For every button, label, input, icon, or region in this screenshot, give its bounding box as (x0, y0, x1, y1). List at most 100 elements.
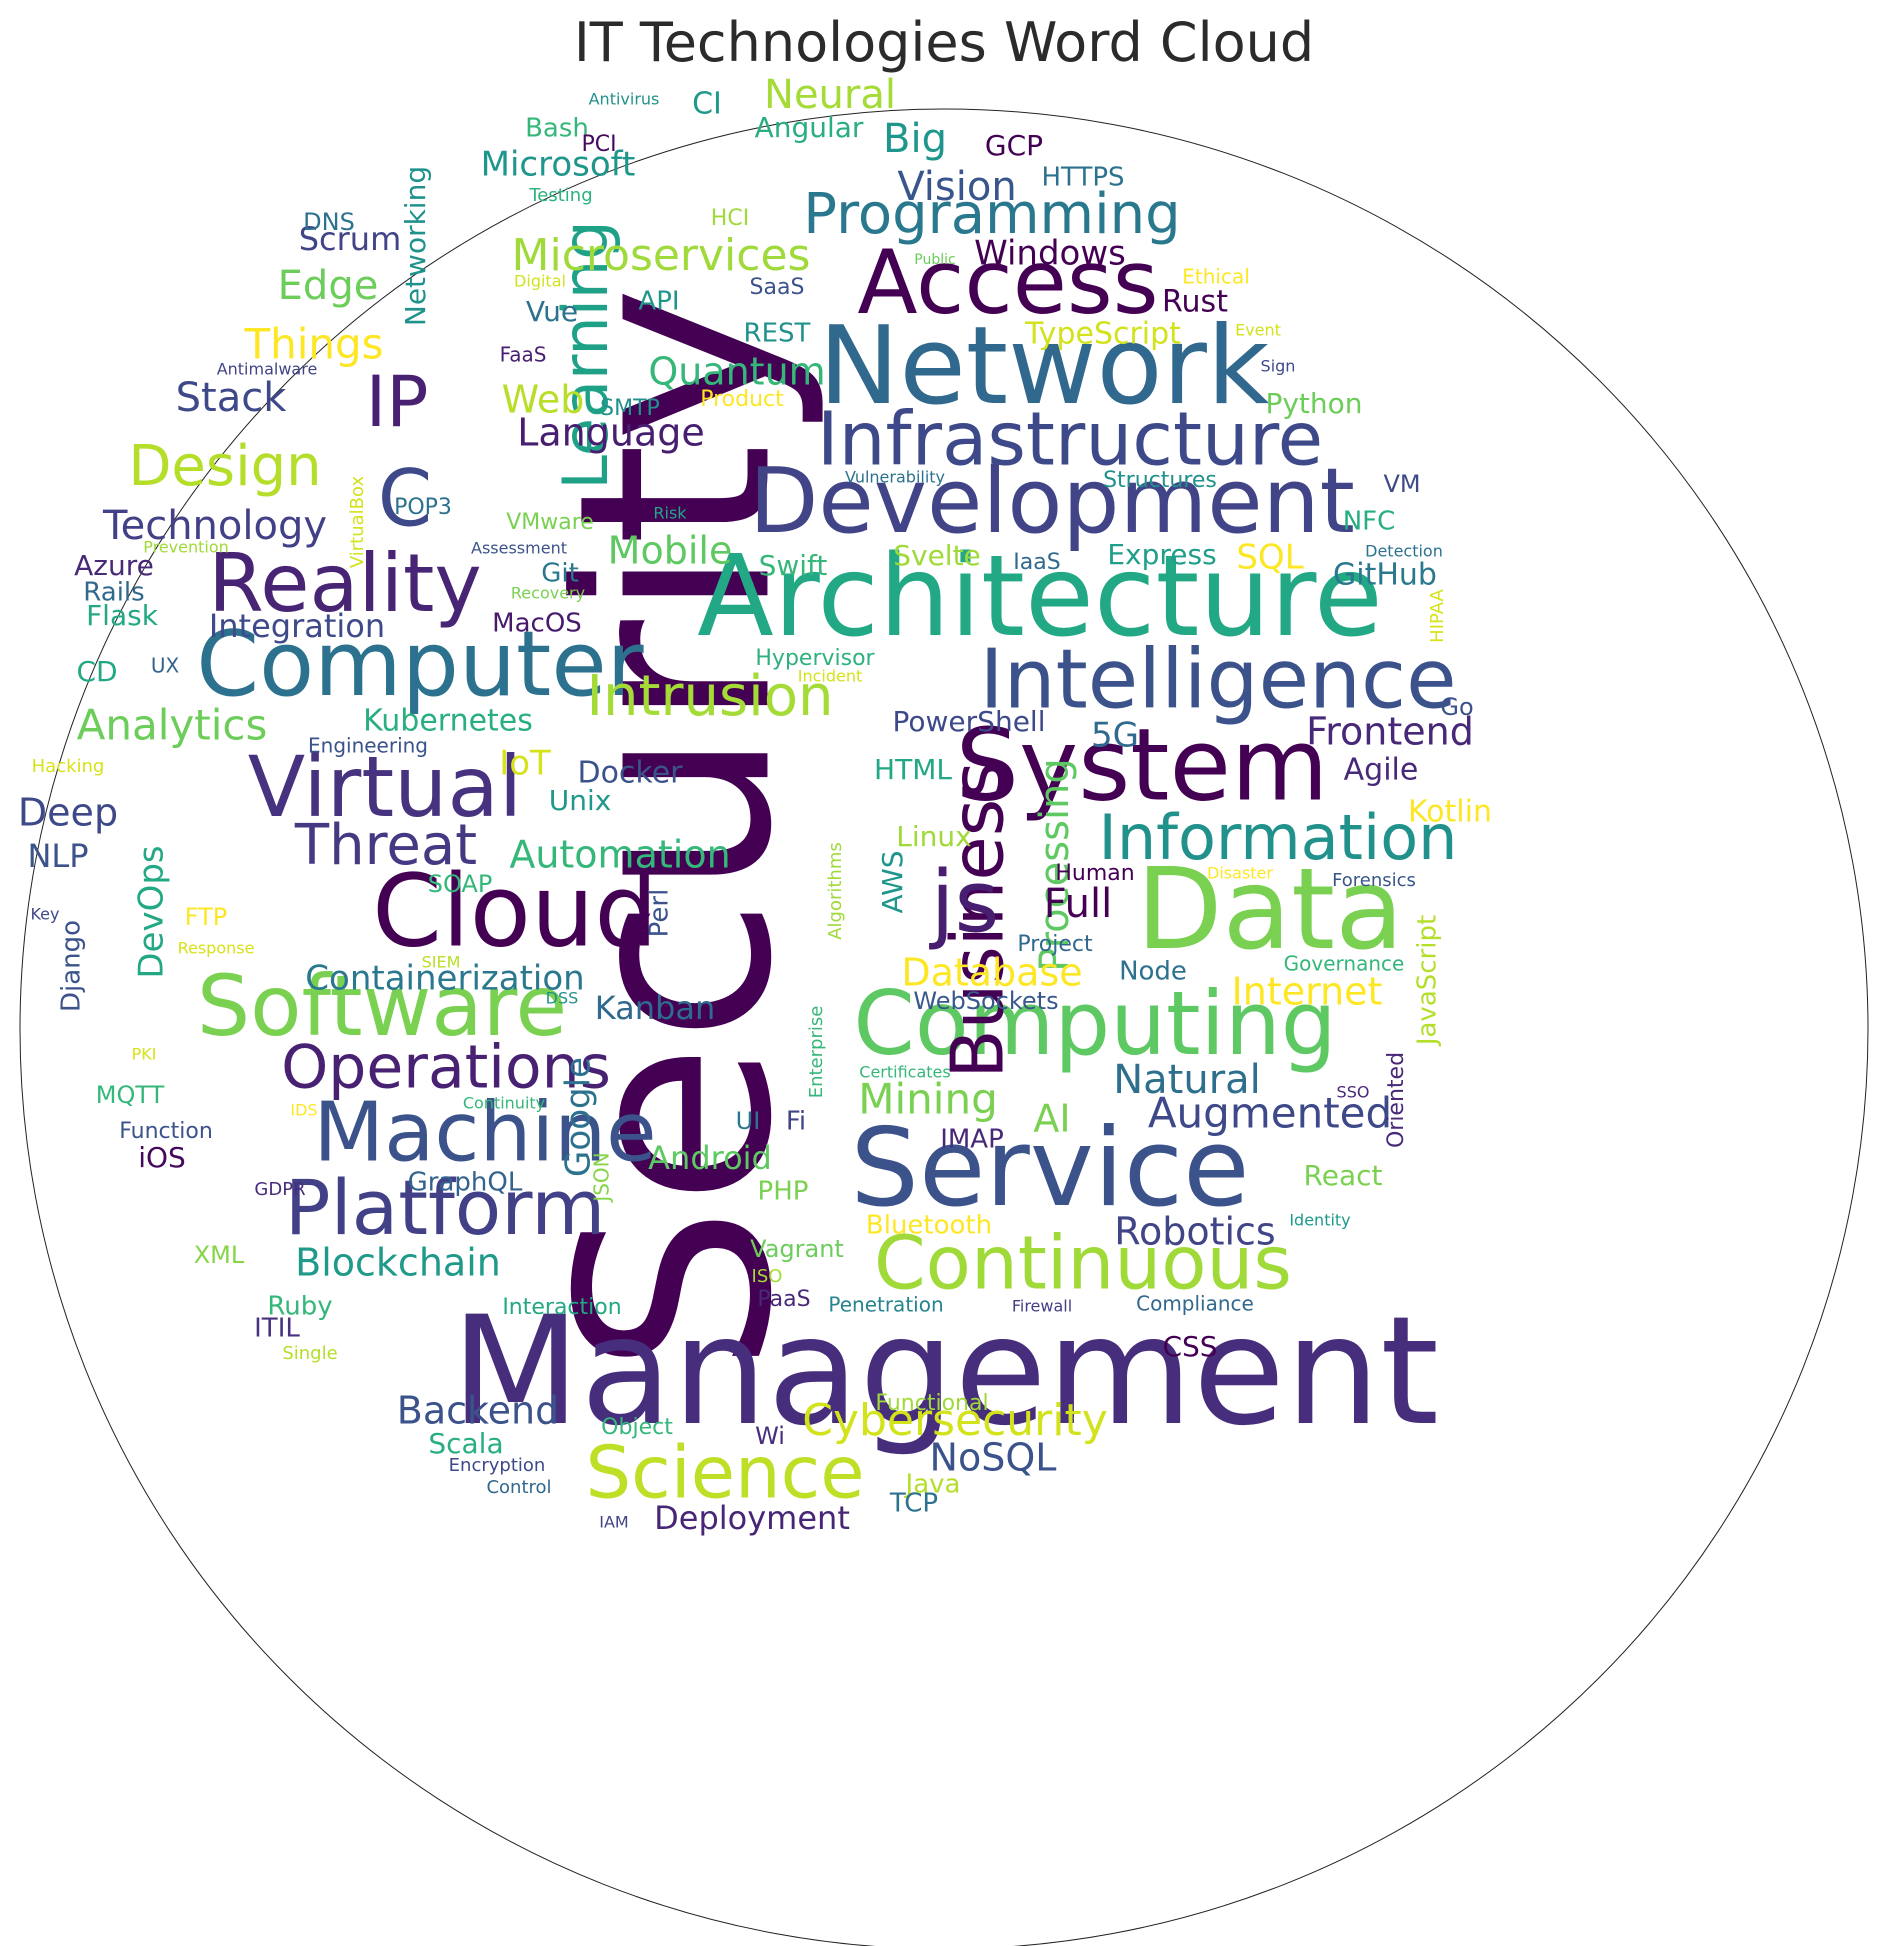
word-virtual: Virtual (248, 738, 522, 836)
word-https: HTTPS (1041, 163, 1124, 193)
word-go: Go (1440, 693, 1473, 721)
word-java: Java (904, 1470, 961, 1500)
word-microsoft: Microsoft (481, 145, 636, 185)
word-internet: Internet (1232, 970, 1383, 1014)
word-vue: Vue (526, 295, 578, 328)
word-analytics: Analytics (77, 701, 268, 750)
word-5g: 5G (1091, 716, 1139, 756)
word-algorithms: Algorithms (825, 842, 846, 940)
word-development: Development (749, 449, 1355, 554)
word-blockchain: Blockchain (295, 1241, 501, 1285)
word-hci: HCI (711, 206, 749, 231)
word-language: Language (517, 411, 705, 455)
word-javascript: JavaScript (1413, 915, 1443, 1047)
word-bluetooth: Bluetooth (866, 1211, 992, 1241)
word-faas: FaaS (500, 343, 547, 367)
word-web: Web (502, 378, 585, 422)
word-kotlin: Kotlin (1408, 795, 1492, 830)
word-business: Business (936, 761, 1020, 1079)
word-access: Access (857, 231, 1158, 334)
word-ids: IDS (290, 1101, 317, 1120)
word-design: Design (128, 434, 321, 499)
word-product: Product (700, 387, 784, 412)
word-tcp: TCP (889, 1489, 938, 1519)
word-penetration: Penetration (828, 1293, 943, 1317)
word-incident: Incident (798, 667, 863, 686)
word-pki: PKI (132, 1045, 157, 1064)
word-event: Event (1235, 321, 1281, 340)
word-vagrant: Vagrant (750, 1235, 844, 1263)
word-sso: SSO (1337, 1083, 1370, 1102)
word-angular: Angular (755, 111, 864, 144)
word-risk: Risk (653, 504, 687, 523)
word-virtualbox: VirtualBox (347, 476, 368, 569)
word-robotics: Robotics (1114, 1210, 1275, 1254)
word-rails: Rails (83, 578, 144, 608)
word-automation: Automation (509, 833, 730, 877)
word-ftp: FTP (185, 903, 228, 931)
word-nfc: NFC (1343, 507, 1396, 537)
word-identity: Identity (1289, 1211, 1350, 1230)
word-itil: ITIL (254, 1314, 300, 1344)
word-data: Data (1136, 845, 1403, 975)
word-ci: CI (692, 87, 722, 122)
word-macos: MacOS (492, 609, 582, 639)
word-encryption: Encryption (449, 1455, 546, 1476)
word-ios: iOS (138, 1141, 186, 1174)
word-architecture: Architecture (697, 532, 1383, 662)
word-prevention: Prevention (143, 538, 229, 557)
word-things: Things (243, 320, 383, 369)
word-kubernetes: Kubernetes (363, 704, 533, 739)
word-perl: Perl (645, 889, 675, 938)
word-control: Control (486, 1477, 551, 1498)
word-vmware: VMware (506, 510, 594, 535)
word-function: Function (119, 1119, 213, 1144)
word-testing: Testing (528, 185, 592, 206)
word-sign: Sign (1261, 357, 1296, 376)
word-detection: Detection (1365, 542, 1443, 561)
word-nosql: NoSQL (930, 1436, 1057, 1480)
word-ui: UI (736, 1107, 761, 1135)
word-quantum: Quantum (648, 350, 825, 394)
word-response: Response (178, 939, 255, 958)
word-single: Single (282, 1343, 337, 1364)
word-docker: Docker (577, 756, 683, 791)
word-mqtt: MQTT (96, 1081, 165, 1109)
word-dns: DNS (303, 208, 355, 236)
word-php: PHP (758, 1177, 809, 1207)
word-technology: Technology (102, 503, 327, 549)
word-websockets: WebSockets (913, 987, 1058, 1015)
word-linux: Linux (896, 820, 971, 853)
word-mining: Mining (858, 1075, 997, 1124)
word-agile: Agile (1344, 753, 1419, 788)
word-json: JSON (590, 1152, 614, 1203)
word-cloud: Cloud (372, 852, 658, 969)
word-continuous: Continuous (874, 1221, 1292, 1307)
word-scrum: Scrum (299, 220, 402, 258)
word-hacking: Hacking (32, 756, 105, 777)
word-disaster: Disaster (1207, 864, 1273, 883)
word-windows: Windows (974, 234, 1126, 274)
word-forensics: Forensics (1332, 870, 1416, 891)
word-governance: Governance (1284, 952, 1405, 976)
word-js: js (929, 852, 1000, 952)
word-network: Network (819, 304, 1270, 429)
page-title: IT Technologies Word Cloud (573, 11, 1315, 74)
word-mobile: Mobile (608, 529, 733, 573)
word-siem: SIEM (422, 953, 461, 972)
word-iam: IAM (599, 1513, 628, 1532)
word-github: GitHub (1333, 558, 1437, 593)
word-ruby: Ruby (267, 1292, 332, 1322)
word-python: Python (1265, 387, 1362, 420)
word-vision: Vision (897, 164, 1016, 210)
word-neural: Neural (764, 72, 896, 118)
word-interaction: Interaction (502, 1295, 621, 1320)
word-iot: IoT (499, 744, 551, 784)
word-machine: Machine (313, 1085, 656, 1180)
word-security: Security (522, 286, 830, 1374)
word-antimalware: Antimalware (217, 360, 318, 379)
word-reality: Reality (208, 537, 481, 630)
word-vm: VM (1383, 470, 1420, 498)
word-firewall: Firewall (1012, 1297, 1072, 1316)
word-full: Full (1044, 881, 1112, 927)
